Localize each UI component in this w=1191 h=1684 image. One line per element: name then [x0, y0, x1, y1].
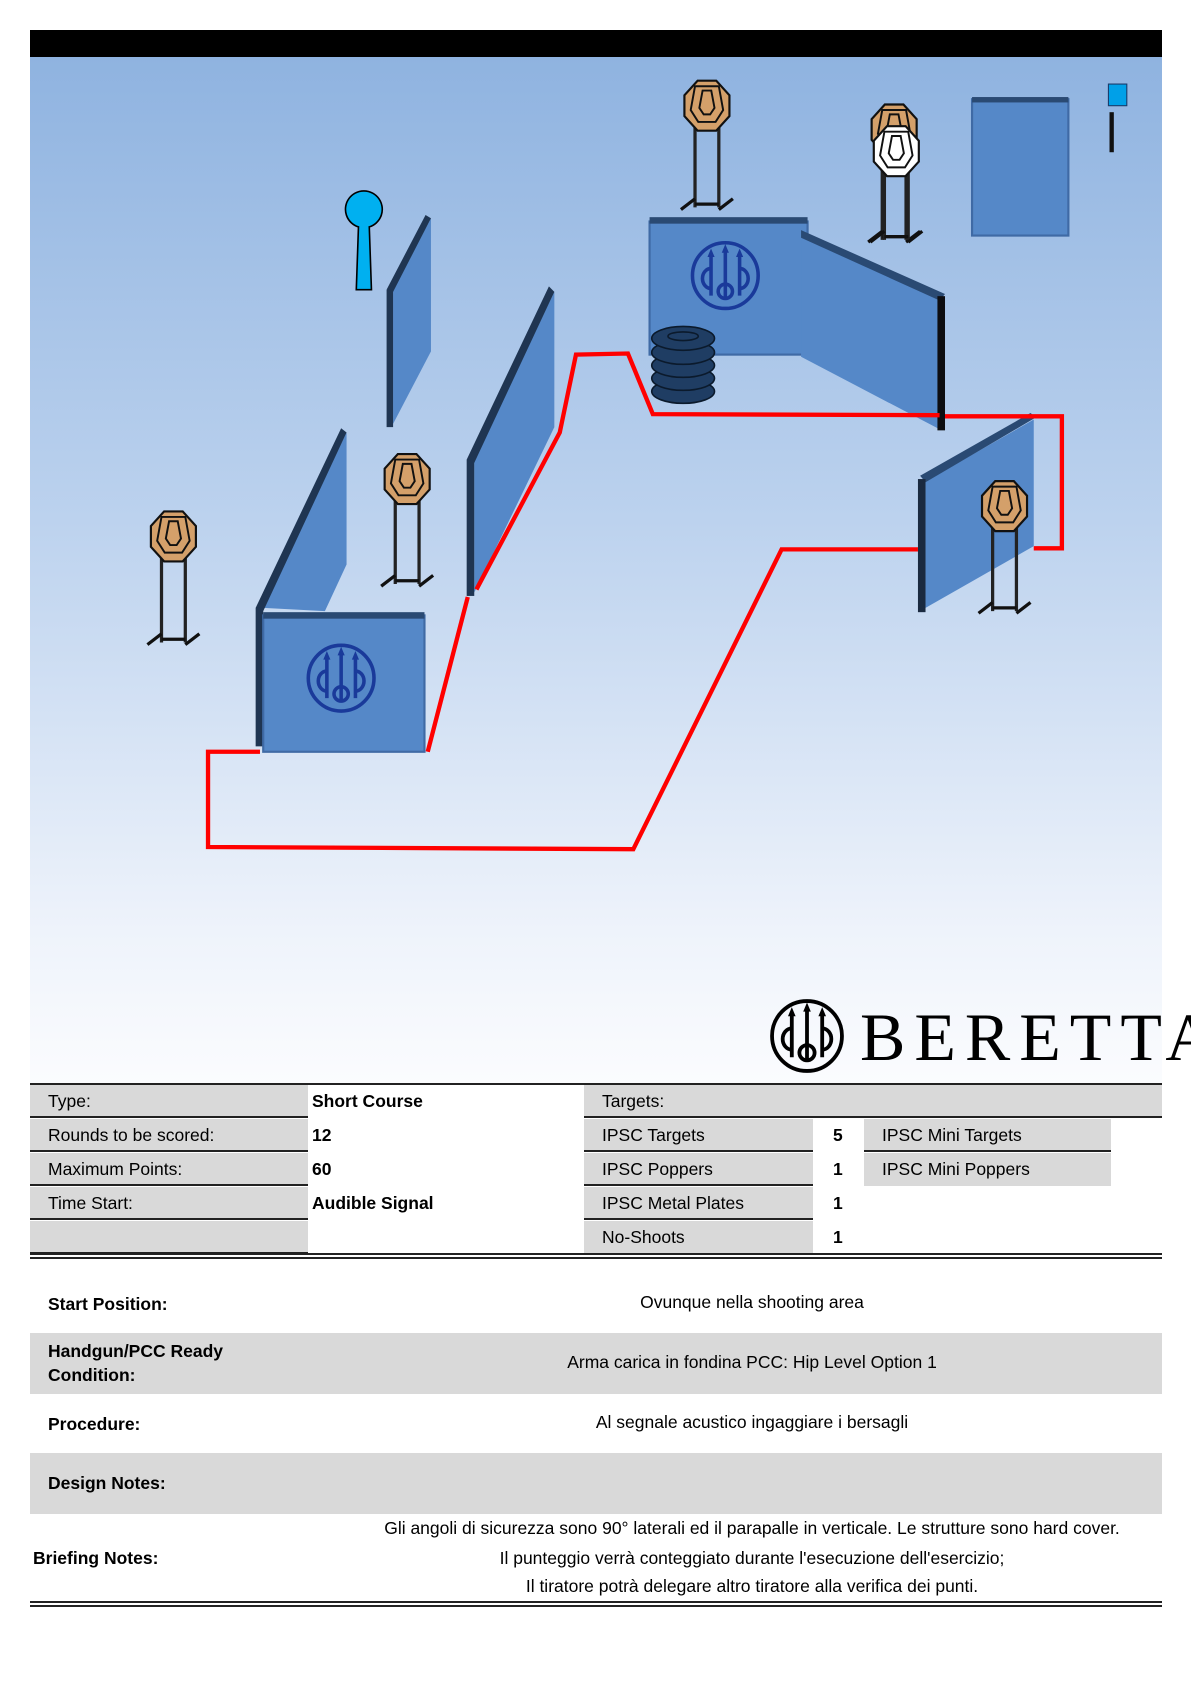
target-label: IPSC Targets — [584, 1119, 813, 1152]
mini-target-label: IPSC Mini Targets — [864, 1119, 1111, 1152]
rounds-label: Rounds to be scored: — [30, 1119, 308, 1152]
procedure-value: Al segnale acustico ingaggiare i bersagl… — [595, 1412, 909, 1432]
max-points-label: Maximum Points: — [30, 1153, 308, 1186]
diagonal-wall-center — [801, 230, 946, 431]
ipsc-target — [146, 510, 201, 646]
time-start-value: Audible Signal — [308, 1187, 584, 1220]
ready-condition-label-2: Condition: — [48, 1365, 136, 1385]
empty-cell — [30, 1221, 308, 1254]
target-count: 1 — [813, 1221, 864, 1254]
left-upper-wall — [386, 215, 431, 428]
mini-target-label: IPSC Mini Poppers — [864, 1153, 1111, 1186]
target-count: 5 — [813, 1119, 864, 1152]
fault-line — [205, 351, 1065, 852]
targets-header: Targets: — [584, 1085, 1162, 1118]
procedure-row: Procedure: Al segnale acustico ingaggiar… — [30, 1394, 1162, 1453]
target-count: 1 — [813, 1187, 864, 1220]
popper-target — [344, 190, 384, 291]
beretta-logo: BERETTA — [766, 998, 1191, 1074]
beretta-emblem-icon — [690, 240, 761, 311]
briefing-line: Gli angoli di sicurezza sono 90° lateral… — [384, 1518, 1120, 1538]
time-start-label: Time Start: — [30, 1187, 308, 1220]
front-wall-with-logo — [262, 612, 426, 753]
header-bar — [30, 30, 1162, 57]
briefing-line: Il tiratore potrà delegare altro tirator… — [525, 1576, 979, 1596]
max-points-value: 60 — [308, 1153, 584, 1186]
ipsc-target — [977, 480, 1032, 615]
start-position-value: Ovunque nella shooting area — [640, 1292, 864, 1312]
beretta-emblem-icon — [766, 998, 848, 1074]
tire-stack — [650, 325, 716, 405]
rounds-value: 12 — [308, 1119, 584, 1152]
stage-diagram — [30, 57, 1162, 1084]
stage-diagram-svg — [146, 79, 1128, 852]
top-right-wall — [970, 97, 1070, 237]
type-value: Short Course — [308, 1085, 584, 1118]
target-label: IPSC Metal Plates — [584, 1187, 813, 1220]
right-wall — [917, 413, 1036, 613]
target-label: No-Shoots — [584, 1221, 813, 1254]
ready-condition-value: Arma carica in fondina PCC: Hip Level Op… — [567, 1352, 937, 1372]
briefing-line: Il punteggio verrà conteggiato durante l… — [499, 1548, 1005, 1568]
ipsc-target — [679, 79, 734, 211]
beretta-emblem-icon — [306, 643, 376, 713]
start-position-row: Start Position: Ovunque nella shooting a… — [30, 1260, 1162, 1333]
target-label: IPSC Poppers — [584, 1153, 813, 1186]
target-count: 1 — [813, 1153, 864, 1186]
procedure-label: Procedure: — [48, 1414, 141, 1434]
start-position-label: Start Position: — [48, 1294, 168, 1314]
briefing-notes-row: Briefing Notes: Gli angoli di sicurezza … — [30, 1514, 1162, 1601]
design-notes-row: Design Notes: — [30, 1453, 1162, 1514]
ready-condition-row: Handgun/PCC Ready Condition: Arma carica… — [30, 1333, 1162, 1394]
long-diagonal-wall — [466, 286, 555, 596]
ready-condition-label: Handgun/PCC Ready — [48, 1341, 224, 1361]
metal-plate-target — [1107, 83, 1128, 153]
brand-name: BERETTA — [860, 999, 1191, 1075]
briefing-notes-label: Briefing Notes: — [33, 1548, 159, 1568]
type-label: Type: — [30, 1085, 308, 1118]
ipsc-target — [380, 452, 435, 588]
design-notes-label: Design Notes: — [48, 1473, 166, 1493]
no-shoot-target — [869, 125, 924, 244]
left-diagonal-wall — [255, 428, 347, 747]
